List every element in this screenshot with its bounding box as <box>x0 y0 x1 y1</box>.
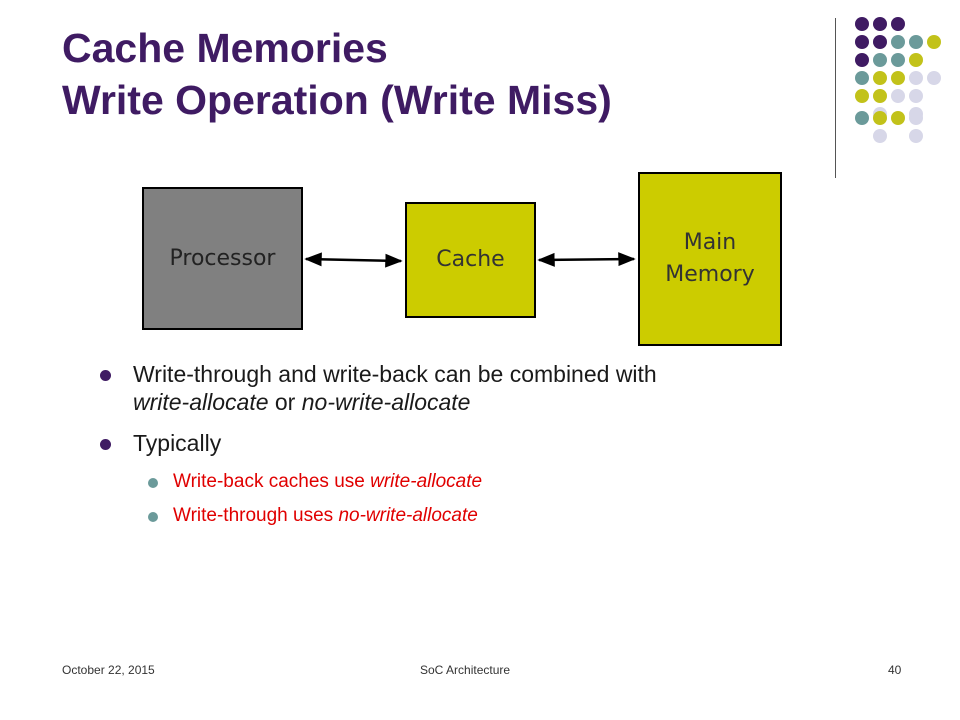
bullet-typically: Typically <box>100 429 900 457</box>
decorative-dot <box>873 71 887 85</box>
decorative-dot <box>855 71 869 85</box>
decorative-dot <box>909 89 923 103</box>
bullet-combined: Write-through and write-back can be comb… <box>100 360 900 416</box>
decorative-dot <box>891 71 905 85</box>
processor-label: Processor <box>169 245 276 271</box>
main-memory-box: Main Memory <box>638 172 782 346</box>
cache-label: Cache <box>436 247 505 272</box>
sub-bullet-write-through-term: no-write-allocate <box>338 505 478 526</box>
decorative-dot <box>891 89 905 103</box>
footer-date: October 22, 2015 <box>62 663 155 677</box>
sub-bullet-write-back: Write-back caches use write-allocate <box>100 470 900 494</box>
decorative-dot <box>891 17 905 31</box>
decorative-dot <box>891 35 905 49</box>
decorative-dot <box>909 53 923 67</box>
decorative-dot <box>891 53 905 67</box>
memory-label-line-1: Main <box>683 230 737 255</box>
bullet-typically-text: Typically <box>133 430 222 456</box>
decorative-dot <box>855 89 869 103</box>
decorative-dot <box>927 35 941 49</box>
bullet-combined-line-1: Write-through and write-back can be comb… <box>133 361 657 387</box>
cache-memory-arrow <box>537 252 636 267</box>
bullet-combined-line-2: write-allocate or no-write-allocate <box>133 388 900 416</box>
decorative-dot <box>909 71 923 85</box>
footer-page-number: 40 <box>888 663 902 677</box>
memory-label-line-2: Memory <box>665 262 755 287</box>
sub-bullet-write-back-term: write-allocate <box>370 471 483 492</box>
bullet-list: Write-through and write-back can be comb… <box>100 360 900 538</box>
decorative-dot <box>927 71 941 85</box>
cache-box: Cache <box>405 202 536 318</box>
processor-cache-arrow <box>304 252 403 268</box>
decorative-dot <box>891 111 905 125</box>
decorative-dot <box>873 111 887 125</box>
sub-bullet-write-back-text: Write-back caches use <box>173 471 371 492</box>
decorative-dot <box>909 129 923 143</box>
term-write-allocate: write-allocate <box>133 389 269 415</box>
sub-bullet-write-through: Write-through uses no-write-allocate <box>100 504 900 528</box>
processor-box: Processor <box>142 187 303 330</box>
title-line-1: Cache Memories <box>62 25 388 71</box>
slide-title: Cache Memories Write Operation (Write Mi… <box>62 22 612 126</box>
decorative-dot <box>855 111 869 125</box>
decorative-dot <box>873 129 887 143</box>
decorative-dot <box>855 35 869 49</box>
decorative-dot <box>909 111 923 125</box>
decorative-dot <box>909 35 923 49</box>
term-no-write-allocate: no-write-allocate <box>301 389 471 415</box>
footer-course-title: SoC Architecture <box>420 663 511 677</box>
decorative-divider-line <box>835 18 836 178</box>
decorative-dot-grid <box>855 17 941 143</box>
title-line-2: Write Operation (Write Miss) <box>62 77 612 123</box>
sub-bullet-write-through-text: Write-through uses <box>173 505 339 526</box>
decorative-dot <box>855 53 869 67</box>
decorative-dot <box>855 17 869 31</box>
decorative-dot <box>873 89 887 103</box>
decorative-dot <box>873 17 887 31</box>
decorative-dot <box>873 53 887 67</box>
decorative-dot <box>873 35 887 49</box>
conjunction-or: or <box>268 389 302 415</box>
